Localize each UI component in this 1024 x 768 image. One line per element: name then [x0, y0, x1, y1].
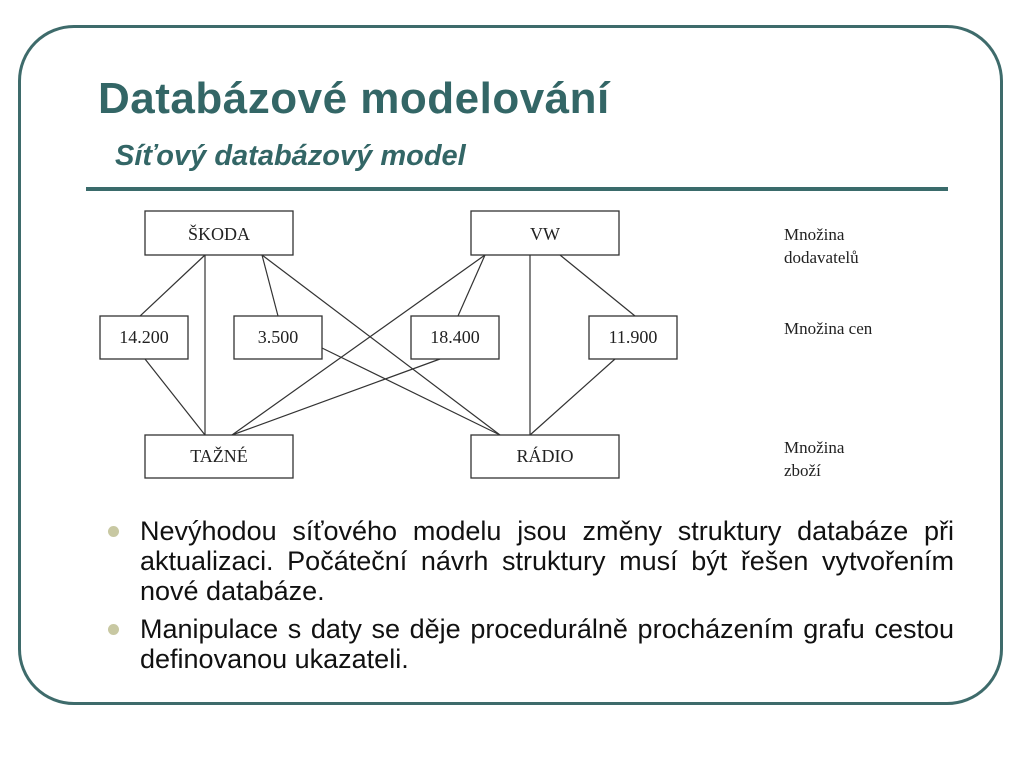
slide-title: Databázové modelování — [98, 74, 610, 123]
supplier-label-vw: VW — [530, 224, 560, 244]
price-label-3500: 3.500 — [258, 327, 299, 347]
bullet-list: Nevýhodou síťového modelu jsou změny str… — [108, 516, 954, 682]
bullet-item: Nevýhodou síťového modelu jsou změny str… — [108, 516, 954, 606]
bullet-item: Manipulace s daty se děje procedurálně p… — [108, 614, 954, 674]
supplier-box-skoda — [144, 210, 294, 256]
link-skoda-3500 — [261, 254, 279, 317]
price-box-18400 — [410, 315, 500, 360]
slide-frame — [18, 25, 1003, 705]
side-label-suppliers-line2: dodavatelů — [784, 248, 859, 267]
goods-box-radio — [470, 434, 620, 479]
title-divider — [86, 187, 948, 191]
side-label-goods-line2: zboží — [784, 461, 821, 480]
side-label-suppliers-line1: Množina — [784, 225, 845, 244]
bullet-dot-icon — [108, 526, 119, 537]
link-14200-tazne — [144, 358, 206, 436]
price-label-18400: 18.400 — [430, 327, 480, 347]
goods-box-tazne — [144, 434, 294, 479]
price-box-11900 — [588, 315, 678, 360]
link-vw-18400 — [457, 254, 486, 317]
side-label-prices: Množina cen — [784, 319, 873, 338]
link-18400-tazne — [231, 358, 441, 436]
bullet-dot-icon — [108, 624, 119, 635]
diagram-connectors — [139, 254, 636, 436]
price-box-3500 — [233, 315, 323, 360]
goods-label-radio: RÁDIO — [517, 445, 574, 466]
link-vw-11900 — [559, 254, 636, 317]
link-vw-tazne — [231, 254, 486, 436]
slide-subtitle: Síťový databázový model — [115, 140, 466, 172]
side-label-goods-line1: Množina — [784, 438, 845, 457]
bullet-text: Manipulace s daty se děje procedurálně p… — [140, 614, 954, 674]
link-11900-radio — [529, 358, 616, 436]
price-label-11900: 11.900 — [609, 327, 658, 347]
goods-label-tazne: TAŽNÉ — [190, 445, 248, 466]
price-box-14200 — [99, 315, 189, 360]
bullet-text: Nevýhodou síťového modelu jsou změny str… — [140, 516, 954, 606]
supplier-label-skoda: ŠKODA — [188, 223, 250, 244]
link-3500-radio — [321, 347, 501, 436]
price-label-14200: 14.200 — [119, 327, 169, 347]
link-skoda-radio — [261, 254, 501, 436]
supplier-box-vw — [470, 210, 620, 256]
link-skoda-14200 — [139, 254, 206, 317]
